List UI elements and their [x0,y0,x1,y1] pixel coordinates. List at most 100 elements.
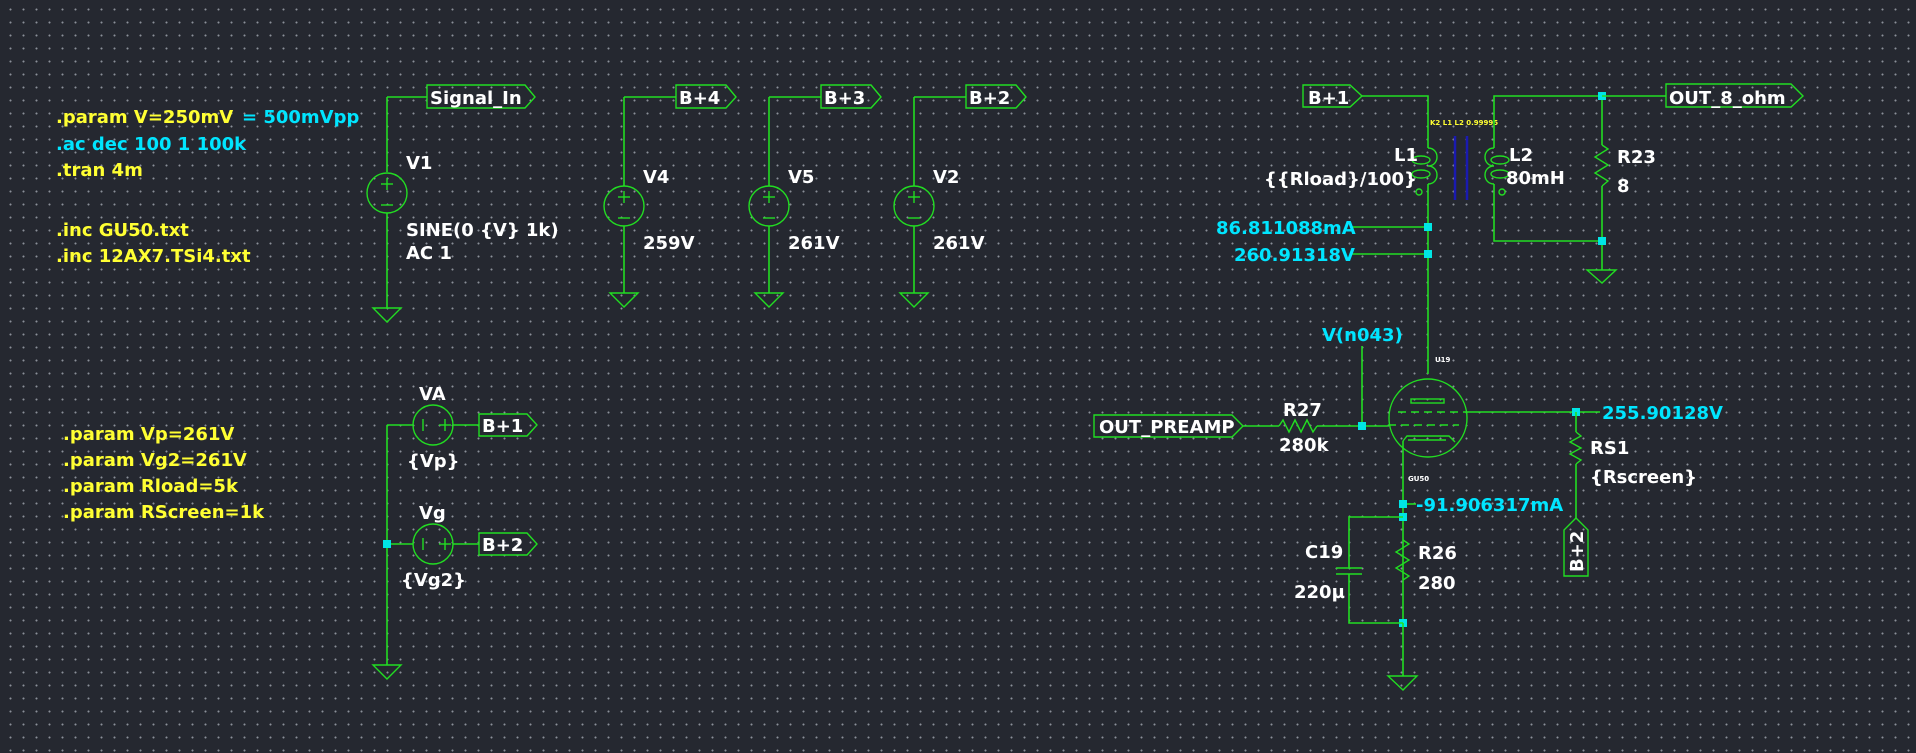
v4-name[interactable]: V4 [643,167,669,188]
directive-ac[interactable]: .ac dec 100 1 100k [56,134,247,155]
net-label-flag [478,413,538,437]
net-label-bp2-top[interactable]: B+2 [965,84,1027,109]
ground-icon [898,292,930,308]
probe-cathode-current[interactable]: -91.906317mA [1416,495,1563,516]
junction-dot [1598,237,1606,245]
net-label-out-8-ohm[interactable]: OUT_8_ohm [1665,83,1805,109]
r27-resistor[interactable]: R27 280k [1243,400,1388,456]
v1-value-line1[interactable]: SINE(0 {V} 1k) [406,220,559,241]
directive-param-vg2[interactable]: .param Vg2=261V [63,450,247,471]
r26-resistor[interactable]: R26 280 [1394,539,1457,594]
l1-inductor[interactable]: L1 {{Rload}/100} [1264,145,1438,196]
l2-inductor[interactable]: L2 80mH [1484,95,1602,242]
u19-tube[interactable]: U19 GU50 [1388,356,1470,483]
l2-value[interactable]: 80mH [1506,168,1565,189]
l2-name[interactable]: L2 [1509,145,1533,166]
r26-value[interactable]: 280 [1418,573,1456,594]
v1-source[interactable]: V1 SINE(0 {V} 1k) AC 1 [366,96,559,323]
r27-name[interactable]: R27 [1283,400,1322,421]
polarity-dot [1498,188,1506,196]
junction-dot [383,540,391,548]
v1-name[interactable]: V1 [406,153,432,174]
net-label-bp3[interactable]: B+3 [820,84,882,109]
coil-loop [1490,169,1510,179]
directive-inc-gu50[interactable]: .inc GU50.txt [56,220,189,241]
resistor-zigzag [1278,418,1318,434]
v2-value[interactable]: 261V [933,233,985,254]
r23-value[interactable]: 8 [1617,176,1630,197]
directive-inc-12ax7[interactable]: .inc 12AX7.TSi4.txt [56,246,251,267]
directive-comment-vpp[interactable]: = 500mVpp [242,107,359,128]
probe-plate-voltage[interactable]: 260.91318V [1234,245,1355,266]
wire [1348,516,1403,568]
directives-block-2[interactable]: .param Vp=261V .param Vg2=261V .param Rl… [63,424,265,523]
c19-name[interactable]: C19 [1305,542,1343,563]
v2-source[interactable]: V2 261V [893,96,985,308]
rs1-value[interactable]: {Rscreen} [1590,467,1697,488]
r27-value[interactable]: 280k [1279,435,1330,456]
net-label-bp2-screen[interactable]: B+2 [1563,517,1589,577]
rs1-resistor[interactable]: RS1 {Rscreen} [1568,412,1697,518]
directive-tran[interactable]: .tran 4m [56,160,143,181]
v2-name[interactable]: V2 [933,167,959,188]
probe-screen-voltage[interactable]: 255.90128V [1602,403,1723,424]
net-label-bp4[interactable]: B+4 [675,84,737,109]
r26-name[interactable]: R26 [1418,543,1457,564]
c19-value[interactable]: 220µ [1294,582,1345,603]
v5-source[interactable]: V5 261V [748,96,840,308]
ground-icon [753,292,785,308]
v1-value-line2[interactable]: AC 1 [406,243,452,264]
ground-icon [371,664,403,680]
net-label-bp2-vg-text[interactable]: B+2 [482,535,523,556]
net-label-bp1-top-text[interactable]: B+1 [1308,88,1349,109]
net-label-bp2-top-text[interactable]: B+2 [969,88,1010,109]
directives-block-1[interactable]: .param V=250mV = 500mVpp .ac dec 100 1 1… [56,107,359,267]
vg-value[interactable]: {Vg2} [401,570,466,591]
va-name[interactable]: VA [419,384,446,405]
directive-param-vp[interactable]: .param Vp=261V [63,424,234,445]
polarity-dot [1415,188,1423,196]
directive-param-rload[interactable]: .param Rload=5k [63,476,239,497]
net-label-bp2-vg[interactable]: B+2 [478,532,538,556]
v5-value[interactable]: 261V [788,233,840,254]
directive-param-rscreen[interactable]: .param RScreen=1k [63,502,265,523]
v5-name[interactable]: V5 [788,167,814,188]
net-label-signal-in[interactable]: Signal_In [426,84,536,109]
net-label-bp2-screen-text[interactable]: B+2 [1567,531,1588,572]
ground-icon [1386,675,1419,691]
net-label-out-8-ohm-text[interactable]: OUT_8_ohm [1669,88,1786,109]
net-label-bp1-top[interactable]: B+1 [1302,84,1364,109]
r23-resistor[interactable]: R23 8 [1585,92,1656,284]
v4-source[interactable]: V4 259V [603,96,695,308]
l1-name[interactable]: L1 [1394,145,1418,166]
u19-name[interactable]: U19 [1435,356,1451,364]
net-label-bp4-text[interactable]: B+4 [679,88,720,109]
probe-plate-current[interactable]: 86.811088mA [1216,218,1356,239]
va-vg-sources[interactable]: VA {Vp} Vg {Vg2} [371,384,479,680]
v4-value[interactable]: 259V [643,233,695,254]
net-label-flag [820,84,882,109]
resistor-zigzag [1593,144,1610,187]
l1-value[interactable]: {{Rload}/100} [1264,169,1417,190]
directive-param-v[interactable]: .param V=250mV [56,107,233,128]
vg-name[interactable]: Vg [419,503,446,524]
coil-loop [1490,155,1510,165]
tube-plate [1410,398,1445,404]
c19-capacitor[interactable]: C19 220µ [1294,516,1403,624]
k2-coupling-directive[interactable]: K2 L1 L2 0.99995 [1430,119,1498,127]
net-label-bp3-text[interactable]: B+3 [824,88,865,109]
rs1-name[interactable]: RS1 [1590,438,1629,459]
net-label-flag [1093,414,1244,438]
net-label-flag [1563,517,1589,577]
net-label-out-preamp-text[interactable]: OUT_PREAMP [1099,417,1235,438]
probe-grid-node[interactable]: V(n043) [1322,325,1403,346]
r23-name[interactable]: R23 [1617,147,1656,168]
net-label-bp1-va-text[interactable]: B+1 [482,416,523,437]
net-label-signal-in-text[interactable]: Signal_In [430,88,522,109]
junction-dot [1358,422,1366,430]
net-label-bp1-va[interactable]: B+1 [478,413,538,437]
va-value[interactable]: {Vp} [407,451,459,472]
u19-model[interactable]: GU50 [1408,475,1429,483]
net-label-out-preamp[interactable]: OUT_PREAMP [1093,414,1244,438]
